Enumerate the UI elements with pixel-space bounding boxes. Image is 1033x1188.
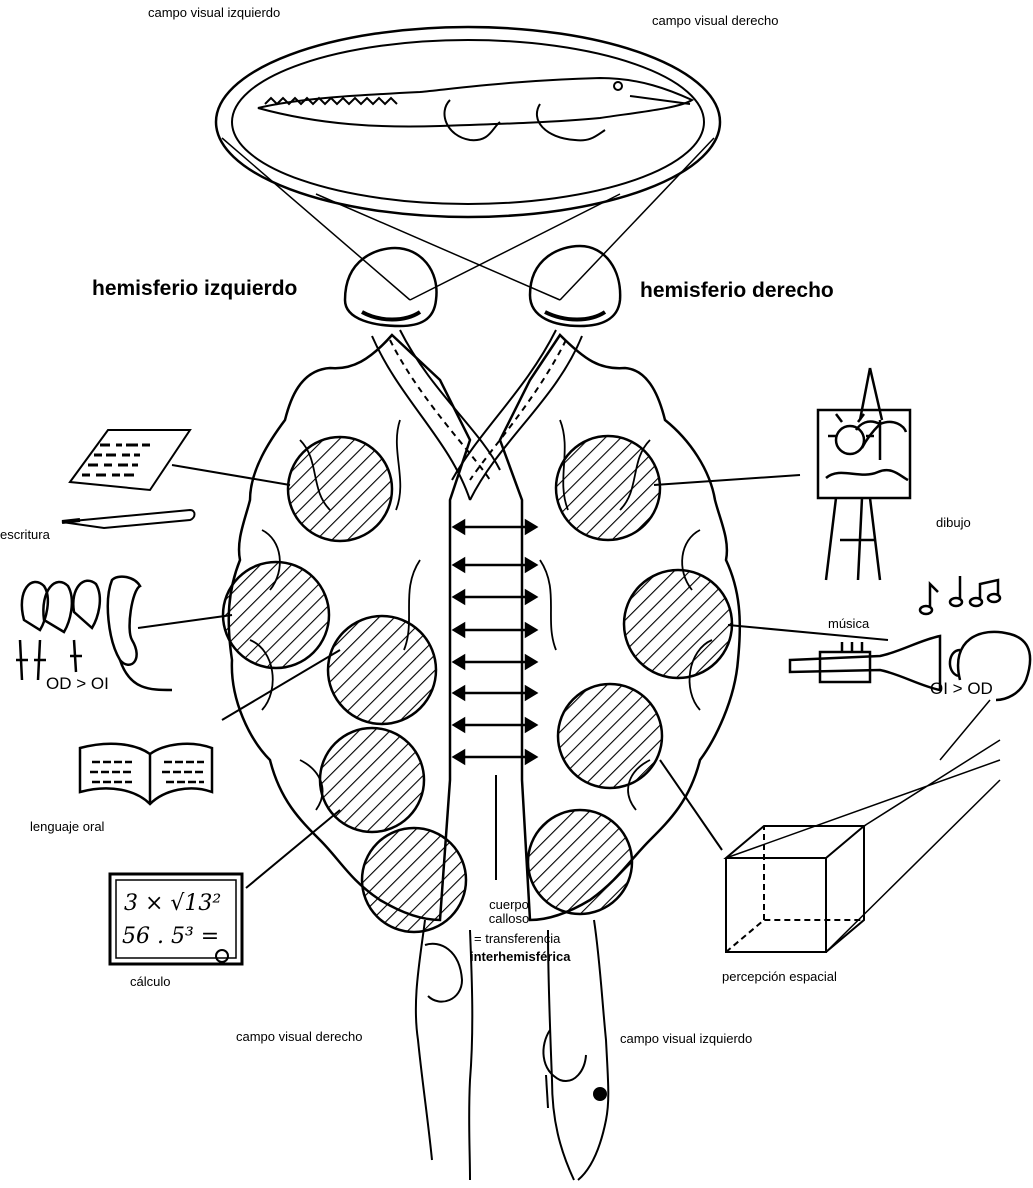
visual-field-ellipse — [216, 27, 720, 217]
bottom-right-field-label: campo visual izquierdo — [620, 1032, 752, 1045]
left-hemisphere-label: hemisferio izquierdo — [92, 278, 297, 299]
trumpet-icon — [790, 636, 940, 690]
interhemispheric-label: interhemisférica — [470, 950, 570, 963]
pointer-lines — [138, 465, 888, 888]
spatial-perception-label: percepción espacial — [722, 970, 837, 983]
od-oi-label: OD > OI — [46, 675, 109, 692]
top-left-field-label: campo visual izquierdo — [148, 6, 280, 19]
writing-label: escritura — [0, 528, 50, 541]
left-eye — [345, 248, 437, 326]
oi-od-label: OI > OD — [930, 680, 993, 697]
corpus-callosum-label: cuerpo calloso — [484, 898, 534, 927]
blackboard-line-1: 3 × √13² — [124, 893, 221, 915]
top-right-field-label: campo visual derecho — [652, 14, 778, 27]
blackboard-icon — [110, 874, 242, 964]
crocodile-icon — [258, 78, 692, 140]
music-notes-icon — [920, 576, 1000, 614]
blackboard-line-2: 56 . 5³ = — [122, 926, 219, 948]
right-hemisphere-label: hemisferio derecho — [640, 280, 834, 301]
easel-painting-icon — [818, 368, 910, 580]
drawing-label: dibujo — [936, 516, 971, 529]
perspective-cube-icon — [726, 700, 1000, 952]
right-eye — [530, 246, 620, 326]
transfer-label: = transferencia — [474, 932, 560, 945]
hatched-areas — [223, 436, 732, 932]
letter-paper-icon — [70, 430, 190, 490]
ears-keys-phone-icon — [16, 577, 172, 690]
bottom-left-field-label: campo visual derecho — [236, 1030, 362, 1043]
pen-icon — [62, 510, 195, 528]
calculation-label: cálculo — [130, 975, 170, 988]
optic-chiasm — [372, 330, 582, 500]
oral-language-label: lenguaje oral — [30, 820, 104, 833]
optic-pathways — [222, 138, 714, 300]
open-book-icon — [80, 744, 212, 804]
music-label: música — [828, 617, 869, 630]
